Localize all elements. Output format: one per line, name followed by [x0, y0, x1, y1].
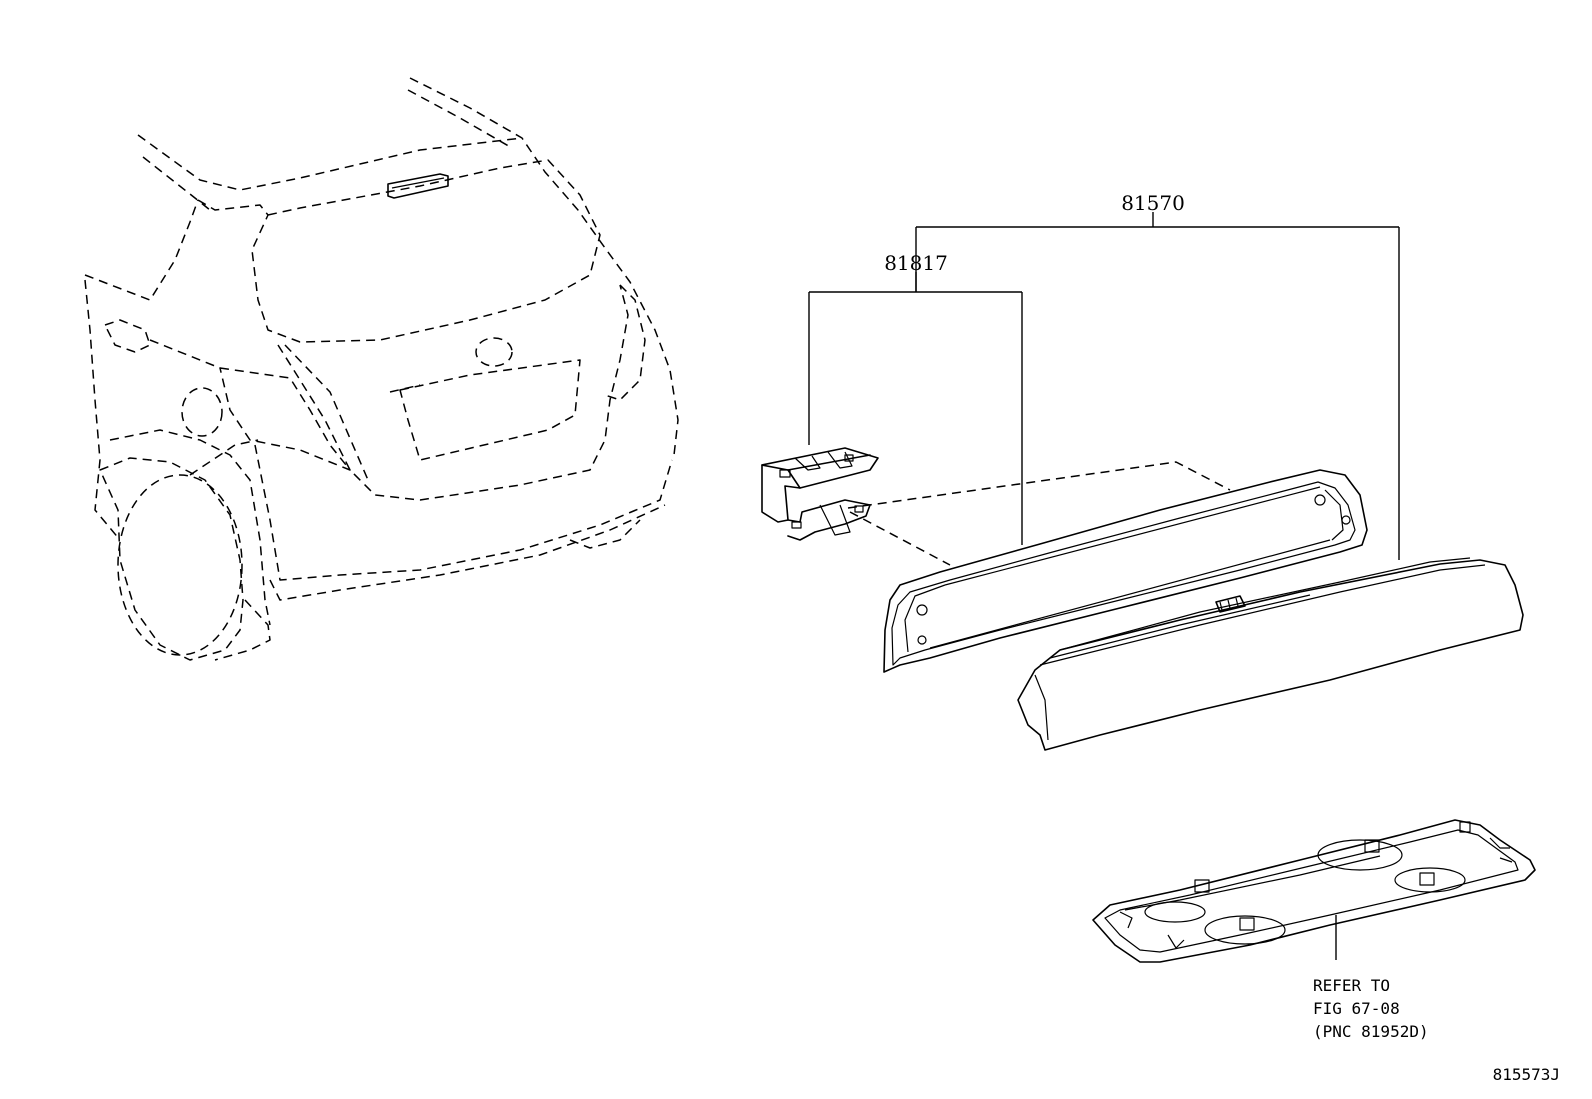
callout-leaders: [808, 212, 1400, 960]
vehicle-rear-outline: [84, 77, 679, 661]
refer-note-line2: FIG 67-08: [1313, 999, 1400, 1018]
car-stop-lamp-location: [387, 173, 449, 199]
lamp-housing-reference: [1092, 819, 1536, 963]
mounting-bracket: [761, 447, 879, 541]
stop-lamp-cover: [883, 469, 1368, 673]
refer-note-line1: REFER TO: [1313, 976, 1390, 995]
part-number-81570: 81570: [1121, 191, 1185, 215]
assembly-guide-lines: [847, 461, 1231, 566]
stop-lamp-assembly: [1017, 557, 1524, 751]
part-number-81817: 81817: [884, 251, 948, 275]
figure-code: 815573J: [1493, 1065, 1560, 1084]
refer-note-line3: (PNC 81952D): [1313, 1022, 1429, 1041]
